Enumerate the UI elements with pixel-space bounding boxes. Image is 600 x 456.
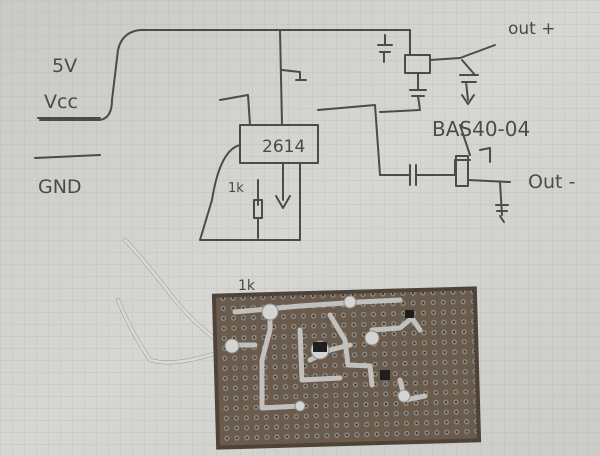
wire-leads <box>116 238 227 365</box>
label-chip: 2614 <box>262 137 305 157</box>
label-resistor-bottom: 1k <box>238 278 256 294</box>
label-out-plus: out + <box>508 19 556 39</box>
label-resistor-left: 1k <box>228 181 244 196</box>
label-out-minus: Out - <box>528 171 575 193</box>
label-part: BAS40-04 <box>432 117 530 141</box>
label-5v: 5V <box>52 55 77 77</box>
label-gnd: GND <box>38 176 82 198</box>
label-vcc: Vcc <box>44 91 78 113</box>
smd-components <box>313 310 414 380</box>
schematic-drawing <box>34 29 511 241</box>
